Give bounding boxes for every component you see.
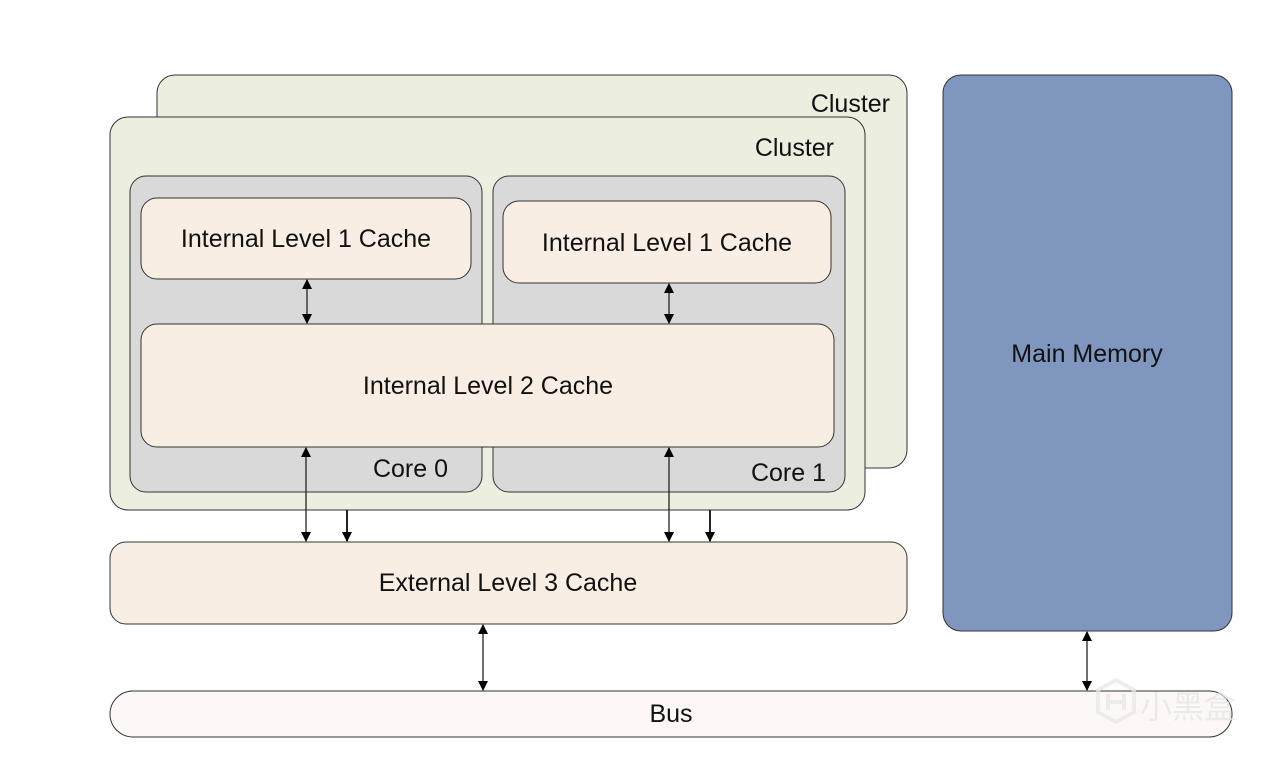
l1-cache-core-0-label: Internal Level 1 Cache — [181, 225, 431, 253]
watermark-logo-icon — [1096, 677, 1136, 725]
l1-cache-core-1: Internal Level 1 Cache — [502, 200, 832, 284]
watermark-text: 小黑盒 — [1140, 689, 1236, 725]
l1-cache-core-0: Internal Level 1 Cache — [140, 197, 472, 280]
l3-cache-label: External Level 3 Cache — [379, 569, 637, 597]
l2-cache-label: Internal Level 2 Cache — [363, 372, 613, 400]
core-1-label: Core 1 — [751, 459, 826, 487]
l3-cache: External Level 3 Cache — [109, 541, 908, 625]
core-0-label: Core 0 — [373, 455, 448, 483]
l2-cache: Internal Level 2 Cache — [140, 323, 835, 448]
watermark: 小黑盒 — [1096, 677, 1236, 725]
cluster-back-label: Cluster — [811, 90, 890, 118]
main-memory-label: Main Memory — [1011, 340, 1163, 368]
main-memory: Main Memory — [942, 74, 1233, 632]
l1-cache-core-1-label: Internal Level 1 Cache — [542, 229, 792, 257]
bus-label: Bus — [649, 700, 692, 728]
bus: Bus — [109, 690, 1233, 738]
cluster-front-label: Cluster — [755, 134, 834, 162]
